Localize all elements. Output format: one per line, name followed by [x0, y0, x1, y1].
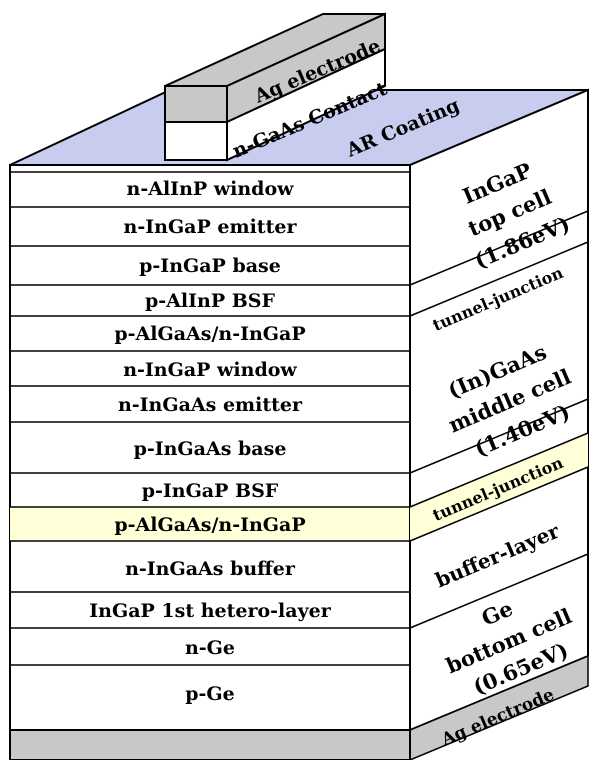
side-highlight-band — [410, 433, 588, 541]
top-contact — [164, 12, 386, 162]
layer-label: n-Ge — [185, 637, 235, 659]
side-dividers — [409, 210, 589, 629]
layer-label: p-AlGaAs/n-InGaP — [114, 514, 305, 536]
layer-label: p-AlInP BSF — [145, 290, 276, 312]
layer-label: n-InGaAs emitter — [118, 394, 303, 416]
layer-label: InGaP 1st hetero-layer — [89, 600, 331, 622]
layer-label: n-InGaAs buffer — [125, 558, 296, 580]
electrode-front — [164, 85, 228, 123]
layer-dividers — [10, 171, 410, 666]
layer-label: n-InGaP emitter — [124, 216, 298, 238]
layer-label: p-AlGaAs/n-InGaP — [114, 323, 305, 345]
contact-side — [226, 47, 386, 162]
layer-label: p-InGaP base — [139, 255, 281, 277]
layer-label: p-InGaAs base — [134, 438, 287, 460]
contact-front — [164, 121, 228, 161]
highlight-layer-band — [10, 507, 410, 541]
layer-label: n-AlInP window — [127, 178, 295, 200]
layer-label: p-InGaP BSF — [142, 480, 279, 502]
layer-label: p-Ge — [185, 683, 235, 705]
front-face — [9, 164, 411, 731]
bottom-electrode — [9, 729, 411, 760]
layer-label: n-InGaP window — [123, 359, 297, 381]
layer-labels: n-AlInP window n-InGaP emitter p-InGaP b… — [89, 178, 331, 705]
